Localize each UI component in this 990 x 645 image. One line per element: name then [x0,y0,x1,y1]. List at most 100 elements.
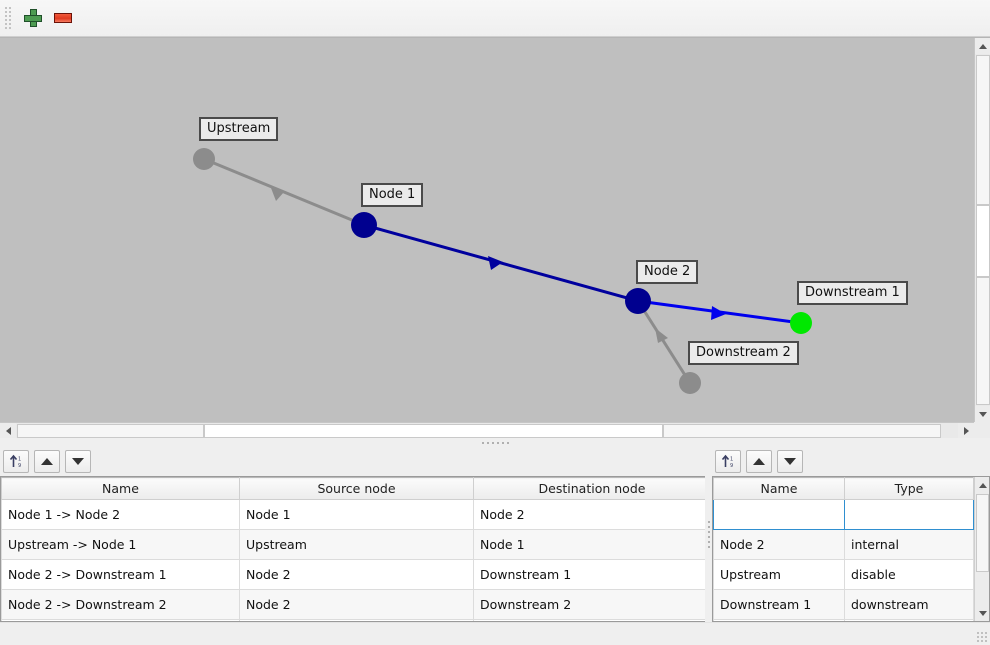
nodes-col-name[interactable]: Name [713,477,845,500]
cell-destination[interactable]: Downstream 2 [473,589,711,620]
nodes-move-up-button[interactable] [746,450,772,473]
vertical-splitter[interactable] [705,447,712,622]
cell-type[interactable]: downstream [844,589,974,620]
edges-move-up-button[interactable] [34,450,60,473]
triangle-up-icon [753,458,765,465]
cell-source[interactable]: Node 2 [239,559,474,590]
plus-icon [24,9,42,27]
toolbar-drag-handle[interactable] [2,5,14,31]
svg-text:9: 9 [18,463,21,469]
nodes-col-type[interactable]: Type [844,477,974,500]
remove-button[interactable] [48,3,78,33]
splitter-grip-icon [707,521,710,548]
nodes-scroll-up-button[interactable] [975,477,989,493]
triangle-down-icon [72,458,84,465]
nodes-sort-button[interactable]: 1 9 [715,450,741,473]
graph-hscroll-track-right[interactable] [663,424,941,438]
edges-col-source[interactable]: Source node [239,477,474,500]
cell-type[interactable]: internal [844,529,974,560]
cell-name[interactable]: Node 1 -> Node 2 [1,499,240,530]
cell-empty[interactable] [713,619,845,621]
graph-horizontal-scrollbar[interactable] [0,422,974,439]
cell-type[interactable]: disable [844,559,974,590]
nodes-panel: 1 9 Name Type [712,447,990,622]
cell-empty[interactable] [844,619,974,621]
cell-name[interactable]: Upstream [713,559,845,590]
edge-upstream-node1[interactable] [203,157,365,227]
graph-node-node1[interactable] [351,212,377,238]
table-row-empty[interactable] [1,619,711,621]
graph-svg [193,148,812,394]
table-row[interactable]: Node 2 -> Downstream 1 Node 2 Downstream… [1,559,711,590]
graph-label-downstream1[interactable]: Downstream 1 [797,281,908,305]
edge-node1-node2[interactable] [363,223,639,303]
resize-grip-icon[interactable] [977,632,988,643]
graph-node-downstream1[interactable] [790,312,812,334]
cell-source[interactable]: Node 2 [239,589,474,620]
edges-col-name[interactable]: Name [1,477,240,500]
nodes-table-scroll-area: Name Type Node 1 internal Node 2 interna… [713,477,974,621]
graph-node-node2[interactable] [625,288,651,314]
scroll-up-button[interactable] [975,38,990,54]
cell-name[interactable]: Downstream 1 [713,589,845,620]
edges-sort-button[interactable]: 1 9 [3,450,29,473]
scrollbar-corner [974,422,990,438]
graph-node-downstream2[interactable] [679,372,701,394]
minus-icon [54,13,72,23]
table-row[interactable]: Node 1 -> Node 2 Node 1 Node 2 [1,499,711,530]
nodes-scroll-thumb[interactable] [976,494,989,572]
nodes-move-down-button[interactable] [777,450,803,473]
table-row[interactable]: Node 2 -> Downstream 2 Node 2 Downstream… [1,589,711,620]
graph-hscroll-track-left[interactable] [17,424,204,438]
edges-move-down-button[interactable] [65,450,91,473]
edges-table-container[interactable]: Name Source node Destination node Node 1… [0,476,712,622]
graph-view[interactable]: Upstream Node 1 Node 2 Downstream 1 Down… [0,37,990,439]
nodes-table-scrollbar[interactable] [974,477,989,621]
nodes-table-container[interactable]: Name Type Node 1 internal Node 2 interna… [712,476,990,622]
table-row[interactable]: Downstream 1 downstream [713,589,974,620]
cell-name[interactable]: Node 1 [713,499,845,530]
graph-vscroll-track-bottom[interactable] [976,277,990,405]
cell-source[interactable]: Node 1 [239,499,474,530]
graph-vscroll-track-top[interactable] [976,55,990,205]
edge-node2-downstream2[interactable] [636,300,692,384]
horizontal-splitter[interactable] [0,438,990,447]
table-row-partial[interactable] [713,619,974,621]
cell-destination[interactable]: Node 1 [473,529,711,560]
graph-hscroll-thumb[interactable] [204,424,663,438]
graph-vscroll-thumb[interactable] [976,205,990,277]
cell-name[interactable]: Node 2 -> Downstream 1 [1,559,240,590]
nodes-scroll-down-button[interactable] [975,605,989,621]
splitter-grip-icon [481,441,509,444]
scroll-down-button[interactable] [975,406,990,422]
edges-col-destination[interactable]: Destination node [473,477,711,500]
graph-canvas[interactable]: Upstream Node 1 Node 2 Downstream 1 Down… [0,38,974,422]
scroll-left-button[interactable] [0,423,16,439]
cell-destination[interactable]: Node 2 [473,499,711,530]
cell-name[interactable]: Node 2 [713,529,845,560]
graph-label-upstream[interactable]: Upstream [199,117,279,141]
graph-node-upstream[interactable] [193,148,215,170]
chevron-down-icon [979,411,987,417]
graph-label-downstream2[interactable]: Downstream 2 [688,341,799,365]
add-button[interactable] [18,3,48,33]
status-bar [0,622,990,645]
table-row-selected[interactable]: Node 1 internal [713,499,974,530]
table-row[interactable]: Upstream -> Node 1 Upstream Node 1 [1,529,711,560]
cell-type[interactable]: internal [844,499,974,530]
cell-name[interactable]: Node 2 -> Downstream 2 [1,589,240,620]
table-row[interactable]: Upstream disable [713,559,974,590]
cell-name[interactable]: Upstream -> Node 1 [1,529,240,560]
scroll-right-button[interactable] [958,423,974,439]
table-row[interactable]: Node 2 internal [713,529,974,560]
svg-text:1: 1 [18,457,21,463]
svg-text:9: 9 [730,463,733,469]
graph-label-node1[interactable]: Node 1 [361,183,424,207]
edge-node2-downstream1[interactable] [637,299,802,325]
cell-destination[interactable]: Downstream 1 [473,559,711,590]
graph-label-node2[interactable]: Node 2 [636,260,699,284]
triangle-up-icon [41,458,53,465]
graph-vertical-scrollbar[interactable] [974,38,990,422]
cell-source[interactable]: Upstream [239,529,474,560]
